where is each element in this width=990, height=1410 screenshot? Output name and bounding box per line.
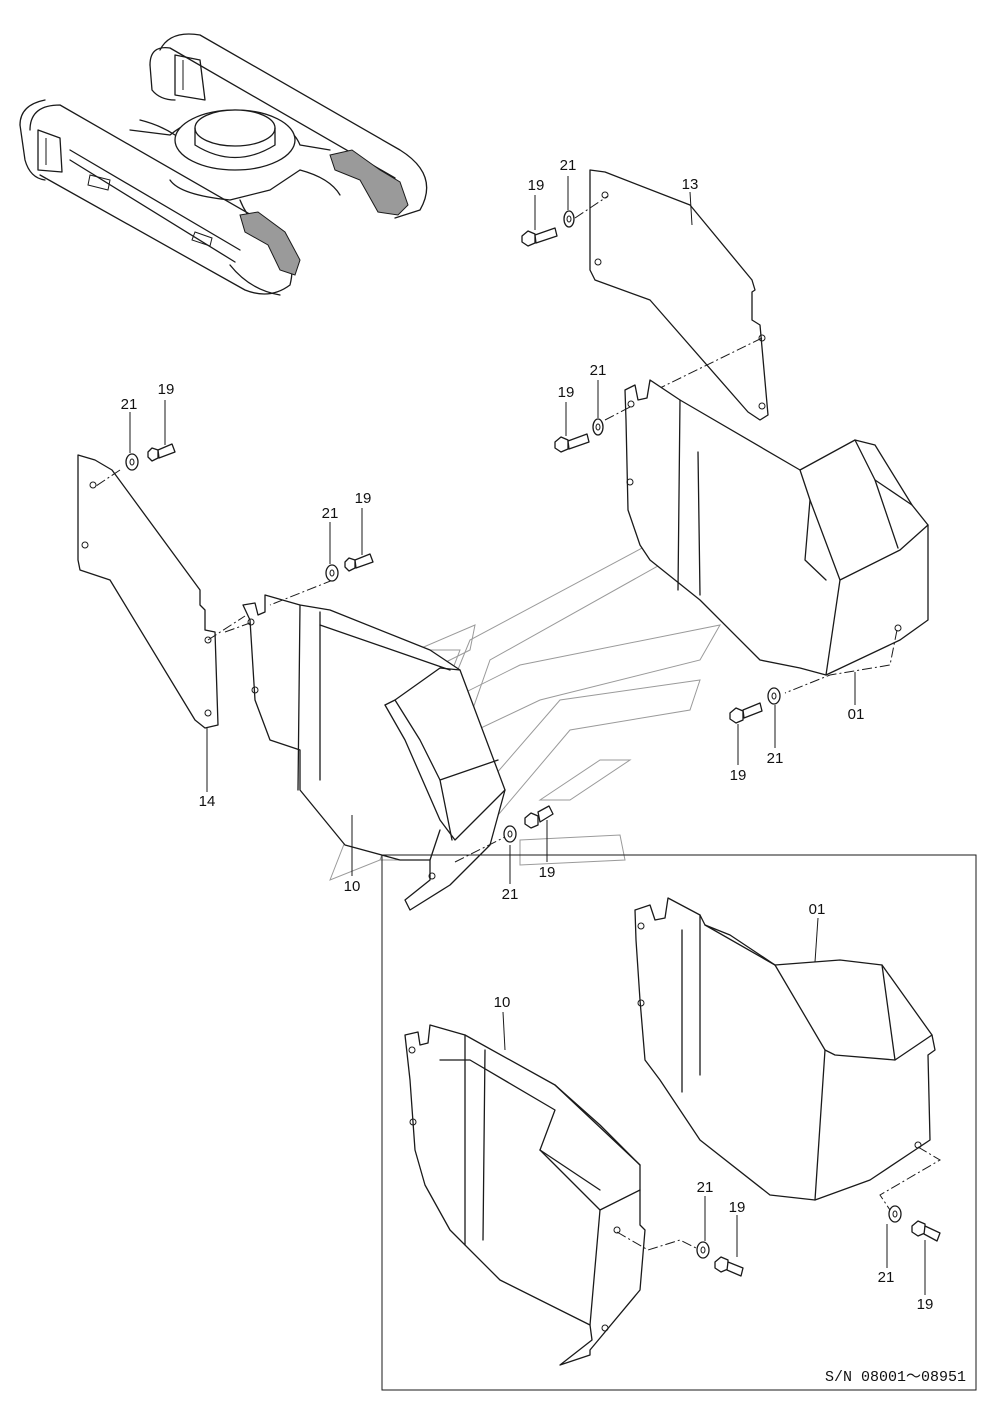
label-19: 19 bbox=[917, 1296, 934, 1313]
label-21: 21 bbox=[121, 396, 138, 413]
part-10-cover bbox=[224, 579, 506, 911]
bolt-icon bbox=[524, 805, 554, 829]
bolt-icon bbox=[344, 553, 374, 572]
washer-icon bbox=[503, 825, 517, 843]
label-01: 01 bbox=[809, 901, 826, 918]
part-01-cover bbox=[604, 379, 929, 694]
undercarriage-key-view bbox=[19, 33, 428, 296]
label-21: 21 bbox=[767, 750, 784, 767]
label-21: 21 bbox=[590, 362, 607, 379]
part-13-plate bbox=[574, 169, 769, 421]
label-01: 01 bbox=[848, 706, 865, 723]
washer-icon bbox=[125, 453, 139, 471]
bolt-icon bbox=[521, 227, 558, 247]
label-21: 21 bbox=[697, 1179, 714, 1196]
part-01-inset bbox=[634, 897, 941, 1211]
washer-icon bbox=[888, 1205, 902, 1223]
label-10: 10 bbox=[344, 878, 361, 895]
bolt-icon bbox=[554, 433, 590, 453]
label-21: 21 bbox=[502, 886, 519, 903]
leader-lines bbox=[129, 176, 926, 1295]
label-19: 19 bbox=[729, 1199, 746, 1216]
serial-number-note: S/N 08001～08951 bbox=[825, 1369, 966, 1386]
label-13: 13 bbox=[682, 176, 699, 193]
part-14-plate bbox=[77, 454, 246, 729]
label-21: 21 bbox=[322, 505, 339, 522]
washer-icon bbox=[325, 564, 339, 582]
part-labels: 13 19 21 19 21 19 21 19 21 14 10 21 19 1… bbox=[121, 157, 934, 1313]
label-19: 19 bbox=[730, 767, 747, 784]
label-19: 19 bbox=[528, 177, 545, 194]
inset-frame bbox=[381, 854, 977, 1391]
label-14: 14 bbox=[199, 793, 216, 810]
bolt-icon bbox=[729, 702, 763, 724]
washer-icon bbox=[563, 210, 575, 228]
part-10-inset bbox=[404, 1024, 701, 1366]
label-21: 21 bbox=[560, 157, 577, 174]
label-19: 19 bbox=[558, 384, 575, 401]
bolt-icon bbox=[911, 1220, 941, 1242]
washer-icon bbox=[592, 418, 604, 436]
washer-icon bbox=[696, 1241, 710, 1259]
label-19: 19 bbox=[355, 490, 372, 507]
label-10: 10 bbox=[494, 994, 511, 1011]
bolt-icon bbox=[147, 443, 176, 462]
label-19: 19 bbox=[158, 381, 175, 398]
fasteners bbox=[125, 210, 941, 1277]
washer-icon bbox=[767, 687, 781, 705]
label-19: 19 bbox=[539, 864, 556, 881]
bolt-icon bbox=[714, 1256, 744, 1277]
label-21: 21 bbox=[878, 1269, 895, 1286]
